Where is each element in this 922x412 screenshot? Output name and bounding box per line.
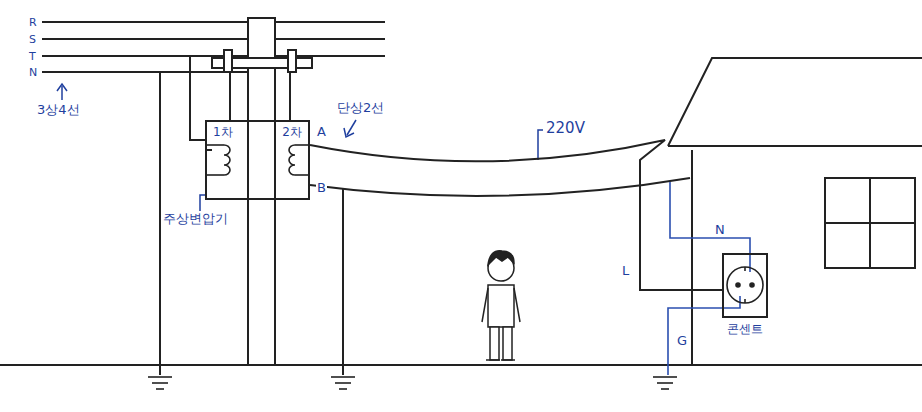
text-label: A bbox=[316, 124, 327, 139]
transformer-coil bbox=[205, 145, 310, 175]
voltage-label: 220V bbox=[545, 121, 586, 136]
house-wiring bbox=[668, 182, 750, 375]
winding-label: 1차 bbox=[213, 125, 233, 139]
person bbox=[482, 251, 520, 360]
text-label: 단상2선 bbox=[336, 100, 385, 115]
text-label: N bbox=[28, 65, 38, 80]
neutral-ground-wire bbox=[159, 72, 161, 375]
outlet-box: 콘센트 bbox=[722, 253, 768, 318]
utility-pole bbox=[212, 18, 312, 365]
text-label: R bbox=[28, 15, 38, 30]
text-label: B bbox=[316, 180, 327, 195]
power-lines bbox=[42, 22, 385, 72]
socket bbox=[727, 267, 763, 303]
outlet-label: 콘센트 bbox=[727, 322, 763, 336]
house bbox=[668, 58, 922, 365]
text-label: G bbox=[676, 333, 688, 348]
ground-line bbox=[0, 364, 922, 366]
primary-lead bbox=[190, 56, 205, 140]
ground-symbol bbox=[148, 377, 677, 389]
ground-wire bbox=[342, 189, 344, 375]
cable-wire-b bbox=[310, 178, 690, 196]
text-label: S bbox=[28, 32, 37, 47]
transformer-box: 1차 2차 bbox=[205, 120, 310, 200]
text-label: N bbox=[714, 222, 726, 237]
text-label: 3상4선 bbox=[36, 102, 81, 117]
text-label: 주상변압기 bbox=[162, 211, 229, 226]
winding-label: 2차 bbox=[282, 125, 302, 139]
cable-wire-a bbox=[310, 140, 722, 290]
leader-line bbox=[57, 84, 543, 218]
text-label: L bbox=[621, 263, 630, 278]
text-label: T bbox=[28, 49, 37, 64]
